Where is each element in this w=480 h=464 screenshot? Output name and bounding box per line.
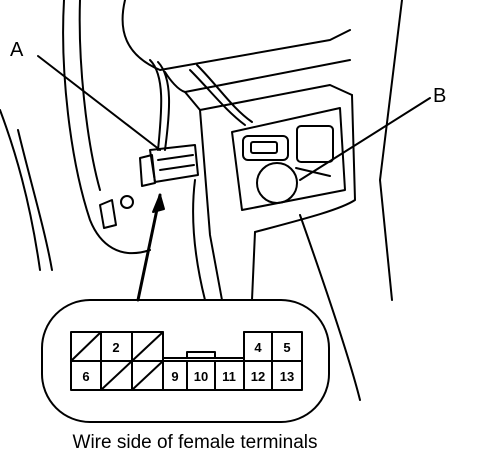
- connector-key: [186, 351, 216, 359]
- terminal-11: 11: [222, 369, 236, 384]
- connector-face: [41, 299, 330, 423]
- pointer-arrow: [136, 193, 162, 302]
- terminal-2: 2: [112, 340, 119, 355]
- terminal-4: 4: [254, 340, 262, 355]
- dashboard-outline: [0, 0, 403, 401]
- empty-cavity-mark: [70, 331, 102, 362]
- terminal-numbers: 2 4 5 6 9 10 11 12 13: [82, 340, 294, 384]
- wire-harness: [149, 59, 253, 151]
- terminal-9: 9: [171, 369, 178, 384]
- leader-line-a: [37, 55, 161, 151]
- switch-panel: [231, 107, 346, 211]
- empty-cavity-mark: [131, 331, 164, 362]
- terminal-12: 12: [251, 369, 265, 384]
- callout-a: A: [10, 39, 24, 61]
- diagram-caption: Wire side of female terminals: [72, 432, 318, 453]
- terminal-5: 5: [283, 340, 290, 355]
- empty-cavity-mark: [131, 360, 164, 391]
- connector-a: [99, 144, 199, 229]
- terminal-10: 10: [194, 369, 208, 384]
- terminal-13: 13: [280, 369, 294, 384]
- empty-cavity-mark: [100, 360, 133, 391]
- connector-housing: [41, 299, 330, 423]
- leader-line-b: [299, 97, 431, 181]
- terminal-6: 6: [82, 369, 89, 384]
- callout-b: B: [433, 85, 447, 107]
- pointer-arrowhead: [152, 194, 165, 213]
